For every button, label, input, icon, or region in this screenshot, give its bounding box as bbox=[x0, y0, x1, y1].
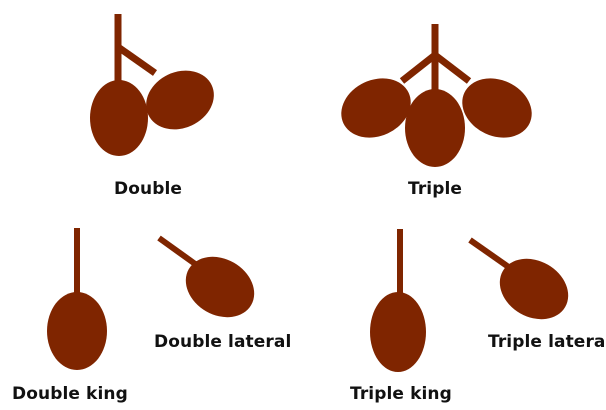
double-cluster bbox=[90, 14, 224, 156]
triple-center-fruit bbox=[405, 89, 465, 167]
double-lateral-stem bbox=[159, 238, 198, 266]
double-king-fruit bbox=[47, 228, 107, 370]
triple-king-berry bbox=[370, 292, 426, 372]
label-triple-lateral: Triple lateral bbox=[488, 334, 606, 351]
triple-lateral-stem bbox=[470, 240, 510, 268]
label-triple: Triple bbox=[408, 181, 462, 198]
label-double-king: Double king bbox=[12, 386, 128, 403]
triple-king-fruit bbox=[370, 229, 426, 372]
triple-cluster bbox=[332, 24, 542, 167]
double-king-fruit-in-cluster bbox=[90, 80, 148, 156]
label-double: Double bbox=[114, 181, 182, 198]
double-side-stem bbox=[118, 47, 155, 73]
label-triple-king: Triple king bbox=[350, 386, 452, 403]
triple-lateral-fruit bbox=[470, 240, 579, 331]
double-king-berry bbox=[47, 292, 107, 370]
triple-right-stem bbox=[435, 55, 469, 81]
triple-left-stem bbox=[402, 55, 435, 81]
double-lateral-fruit bbox=[159, 238, 265, 329]
label-double-lateral: Double lateral bbox=[154, 334, 291, 351]
